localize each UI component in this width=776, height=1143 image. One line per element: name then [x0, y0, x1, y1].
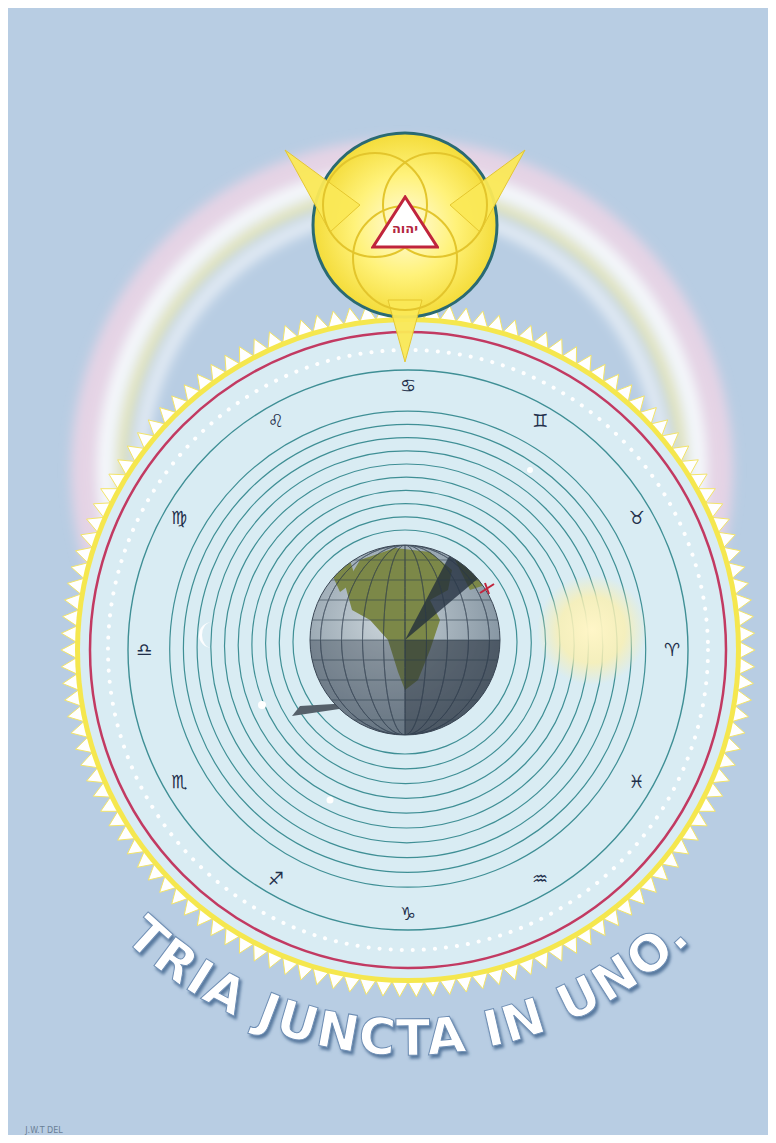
zodiac-sign: ♒ — [532, 870, 548, 888]
triangle-node: יהוה — [371, 195, 439, 249]
zodiac-sign: ♐ — [268, 870, 284, 888]
zodiac-sign: ♎ — [136, 641, 152, 659]
artist-signature: J.W.T DEL — [25, 1127, 63, 1135]
zodiac-sign: ♉ — [629, 509, 645, 527]
zodiac-sign: ♑ — [400, 905, 416, 923]
divine-name: יהוה — [371, 221, 439, 236]
zodiac-sign: ♏ — [171, 773, 187, 791]
zodiac-sign: ♋ — [400, 377, 416, 395]
title-text: TRIA JUNCTA IN UNO. — [115, 905, 700, 1068]
zodiac-sign: ♈ — [664, 641, 680, 659]
zodiac-sign: ♊ — [532, 412, 548, 430]
svg-text:TRIA JUNCTA IN UNO.: TRIA JUNCTA IN UNO. — [115, 905, 700, 1068]
zodiac-sign: ♌ — [268, 412, 284, 430]
zodiac-sign: ♍ — [171, 509, 187, 527]
zodiac-sign: ♓ — [629, 773, 645, 791]
